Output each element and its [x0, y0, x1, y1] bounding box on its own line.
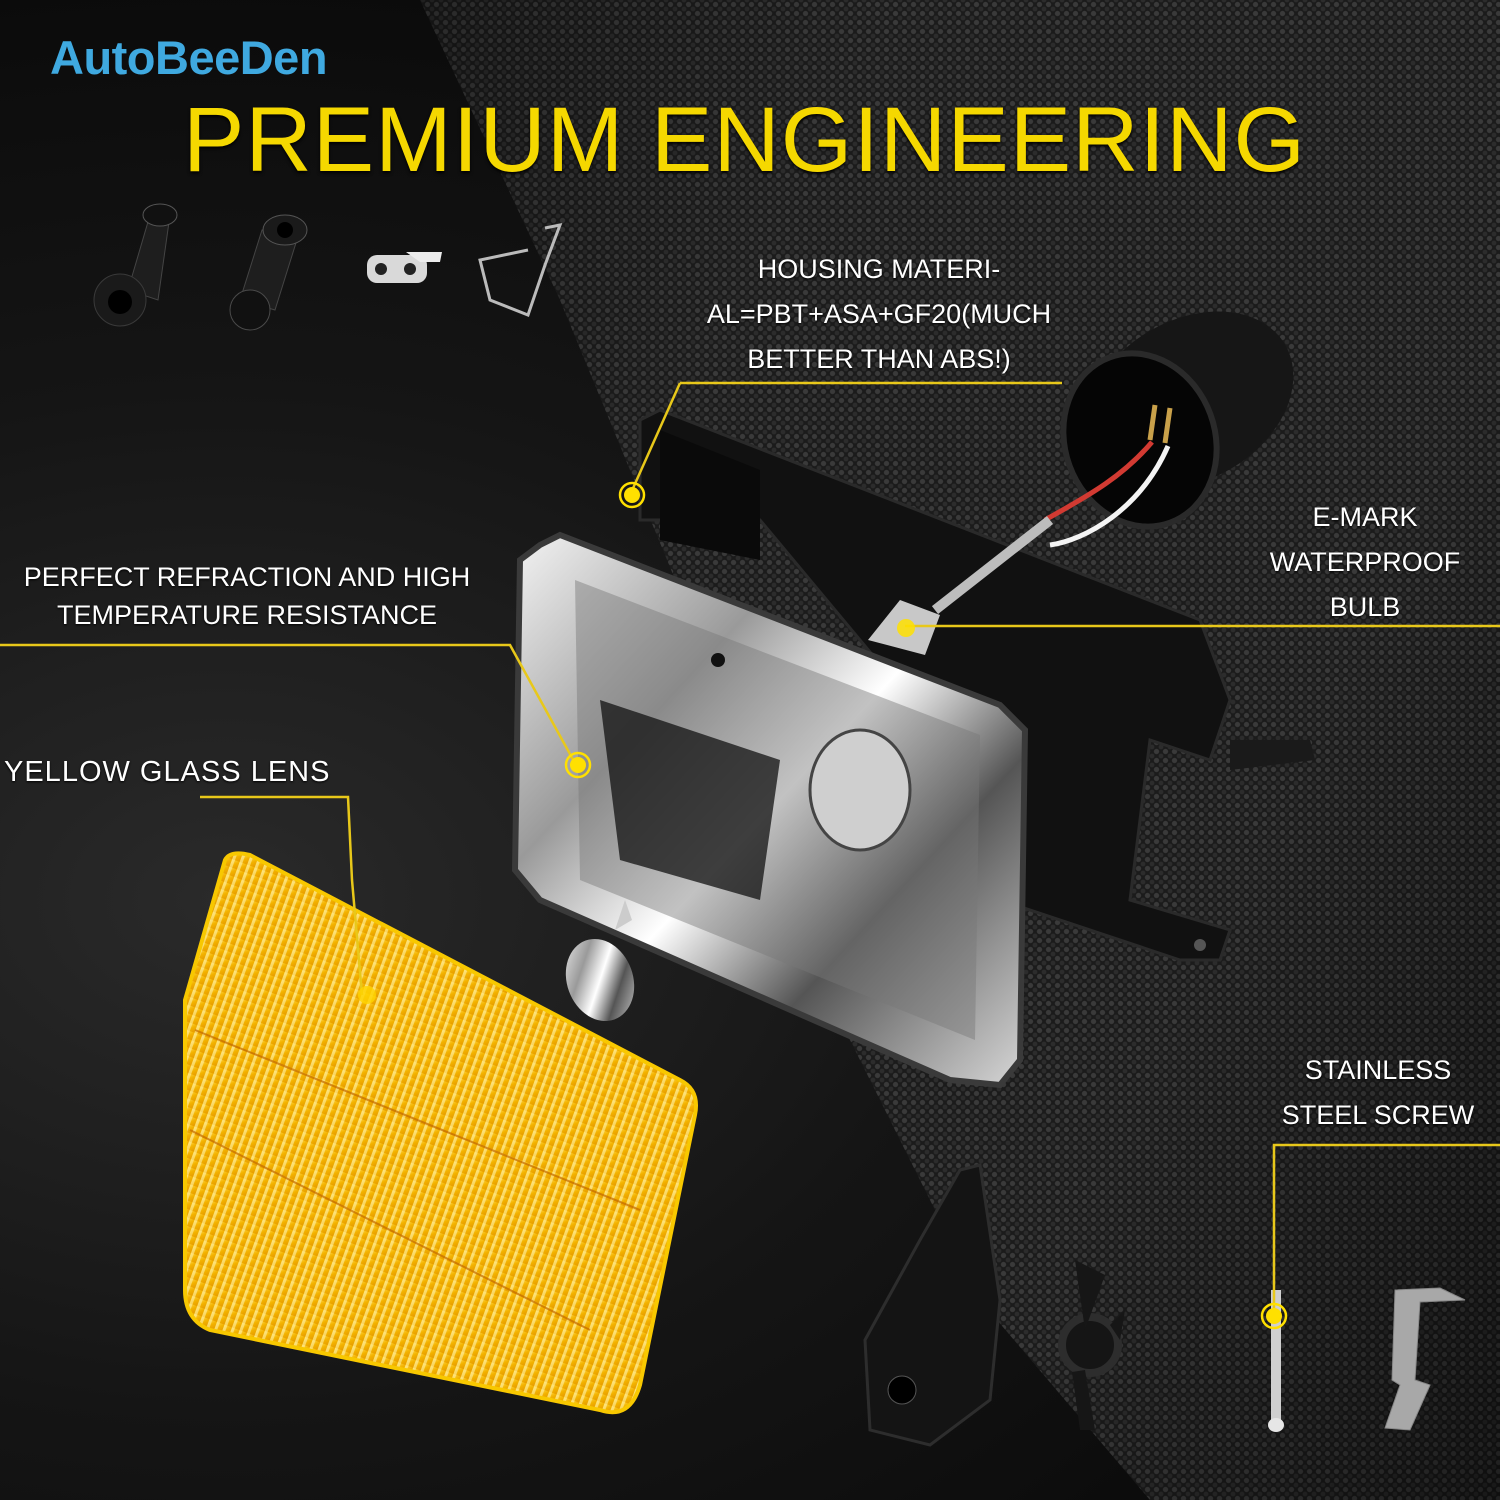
- chrome-reflector-icon: [511, 531, 1029, 1089]
- metal-spring-clip-icon: [1384, 1287, 1466, 1431]
- bulb-wire-red: [1043, 440, 1154, 523]
- callout-screw: STAINLESS STEEL SCREW: [1281, 1055, 1475, 1130]
- wire-spring-clip-icon: [478, 222, 563, 317]
- callout-housing-material: HOUSING MATERI- AL=PBT+ASA+GF20(MUCH BET…: [706, 254, 1052, 374]
- bulb-wire-white: [1049, 444, 1171, 548]
- marker-bulb: [897, 619, 915, 637]
- adjuster-clip-icon: [1058, 1260, 1125, 1430]
- callout-markers: [358, 481, 1288, 1330]
- callout-bulb: E-MARK WATERPROOF BULB: [1269, 502, 1461, 622]
- page-title: PREMIUM ENGINEERING: [183, 89, 1307, 191]
- bulb-socket-cap-icon: [1060, 311, 1294, 530]
- adjuster-bracket-icon: [863, 1163, 1002, 1447]
- marker-lens: [358, 986, 376, 1004]
- marker-screw: [1260, 1302, 1288, 1330]
- callout-lines: [0, 381, 1500, 1316]
- rubber-grommet-icon: [229, 214, 308, 331]
- yellow-glass-lens-icon: [183, 851, 698, 1415]
- callout-reflector: PERFECT REFRACTION AND HIGH TEMPERATURE …: [23, 562, 471, 630]
- marker-reflector: [564, 751, 592, 779]
- marker-housing: [618, 481, 646, 509]
- metal-tab-icon: [367, 252, 442, 283]
- stainless-screw-icon: [1268, 1290, 1284, 1432]
- brand-logo: AutoBeeDen: [50, 31, 328, 84]
- callout-lens: YELLOW GLASS LENS: [4, 756, 331, 788]
- chrome-bulb-shield-icon: [565, 900, 635, 1022]
- rubber-grommet-icon: [93, 203, 178, 327]
